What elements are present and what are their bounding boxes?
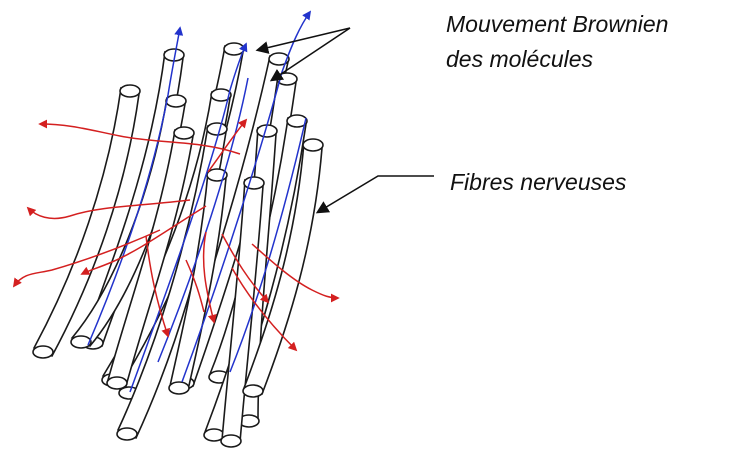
- fibre: [33, 85, 140, 358]
- callout-arrow: [258, 28, 350, 50]
- nerve-fibres: [33, 43, 323, 447]
- brownian-label-line2: des molécules: [446, 45, 593, 73]
- callout-arrow: [318, 176, 434, 212]
- fibres-label: Fibres nerveuses: [450, 168, 626, 196]
- brownian-label-line1: Mouvement Brownien: [446, 10, 668, 38]
